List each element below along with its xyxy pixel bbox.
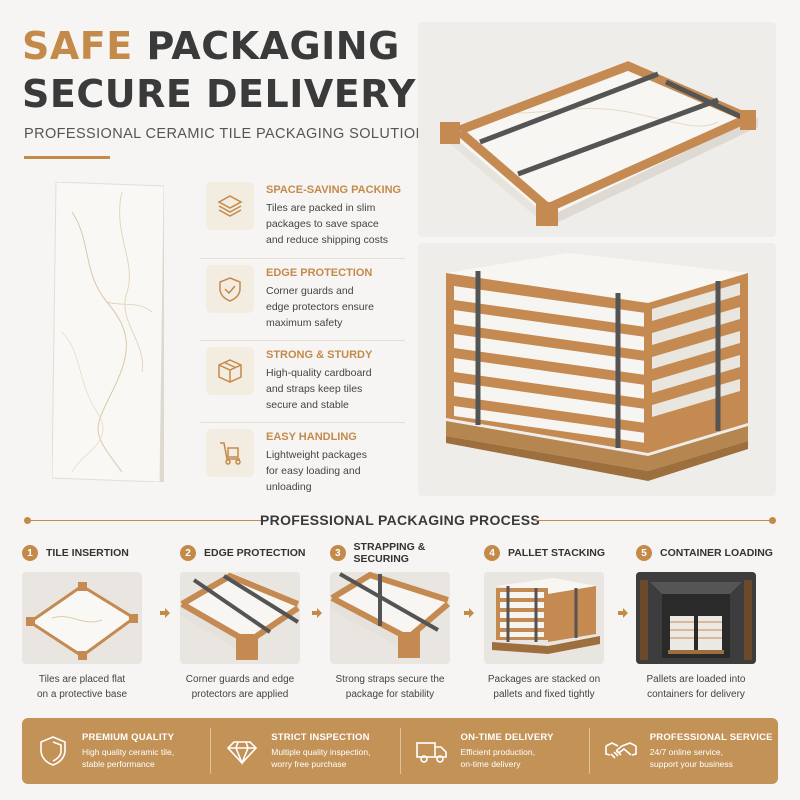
step-number: 4 — [484, 545, 500, 561]
step-number: 5 — [636, 545, 652, 561]
footer-strict-inspection: STRICT INSPECTION Multiple quality inspe… — [210, 728, 399, 774]
step-image — [180, 572, 300, 664]
step-image — [636, 572, 756, 664]
feature-space-saving: SPACE-SAVING PACKING Tiles are packed in… — [200, 176, 405, 258]
feature-title: STRONG & STURDY — [266, 349, 373, 361]
title-underline — [24, 156, 110, 159]
footer-desc: Multiple quality inspection,worry free p… — [271, 747, 371, 769]
process-title: PROFESSIONAL PACKAGING PROCESS — [260, 512, 540, 528]
step-container-loading: 5 CONTAINER LOADING Pallets are loaded in… — [636, 542, 786, 702]
step-strapping: 3 STRAPPING & SECURING Strong straps secu… — [330, 541, 480, 702]
footer-title: PREMIUM QUALITY — [82, 732, 175, 743]
box-icon — [206, 347, 254, 395]
footer-professional-service: PROFESSIONAL SERVICE 24/7 online service… — [588, 728, 778, 774]
diamond-icon — [227, 741, 258, 766]
feature-title: EDGE PROTECTION — [266, 267, 373, 279]
step-name: PALLET STACKING — [508, 547, 606, 559]
process-header: PROFESSIONAL PACKAGING PROCESS — [20, 508, 780, 534]
title-accent: SAFE — [22, 24, 133, 68]
page-title: SAFE PACKAGING SECURE DELIVERY — [22, 22, 416, 118]
divider-line — [535, 520, 770, 521]
features-list: SPACE-SAVING PACKING Tiles are packed in… — [200, 176, 405, 504]
single-package-photo — [418, 22, 776, 237]
footer-desc: High quality ceramic tile,stable perform… — [82, 747, 175, 769]
step-name: EDGE PROTECTION — [204, 547, 306, 559]
arrow-right-icon — [618, 608, 628, 618]
arrow-right-icon — [160, 608, 170, 618]
footer-title: STRICT INSPECTION — [271, 732, 370, 743]
pallet-stack-photo — [418, 243, 776, 496]
arrow-right-icon — [312, 608, 322, 618]
divider-line — [30, 520, 265, 521]
hand-truck-icon — [206, 429, 254, 477]
footer-desc: 24/7 online service,support your busines… — [649, 747, 733, 769]
step-number: 2 — [180, 545, 196, 561]
title-rest: PACKAGING — [146, 24, 400, 68]
step-name: TILE INSERTION — [46, 547, 129, 559]
shield-icon — [40, 736, 66, 766]
title-line-2: SECURE DELIVERY — [22, 72, 416, 116]
step-name: STRAPPING & SECURING — [353, 541, 426, 565]
step-name: CONTAINER LOADING — [660, 547, 773, 559]
footer-premium-quality: PREMIUM QUALITY High quality ceramic til… — [22, 728, 210, 774]
feature-title: SPACE-SAVING PACKING — [266, 184, 402, 196]
subtitle: PROFESSIONAL CERAMIC TILE PACKAGING SOLU… — [24, 126, 437, 142]
step-number: 1 — [22, 545, 38, 561]
layers-icon — [206, 182, 254, 230]
footer-on-time-delivery: ON-TIME DELIVERY Efficient production,on… — [399, 728, 589, 774]
shield-check-icon — [206, 265, 254, 313]
arrow-right-icon — [464, 608, 474, 618]
step-image — [330, 572, 450, 664]
step-pallet-stacking: 4 PALLET STACKING Packages are stacked on… — [484, 542, 634, 702]
feature-title: EASY HANDLING — [266, 431, 357, 443]
divider-dot — [24, 517, 31, 524]
step-number: 3 — [330, 545, 346, 561]
step-image — [22, 572, 142, 664]
footer-bar: PREMIUM QUALITY High quality ceramic til… — [22, 718, 778, 784]
footer-desc: Efficient production,on-time delivery — [460, 747, 536, 769]
footer-title: ON-TIME DELIVERY — [460, 732, 554, 743]
step-image — [484, 572, 604, 664]
marble-tile-image — [52, 182, 164, 482]
footer-title: PROFESSIONAL SERVICE — [649, 732, 773, 743]
truck-icon — [415, 742, 447, 763]
handshake-icon — [604, 742, 637, 759]
divider-dot — [769, 517, 776, 524]
